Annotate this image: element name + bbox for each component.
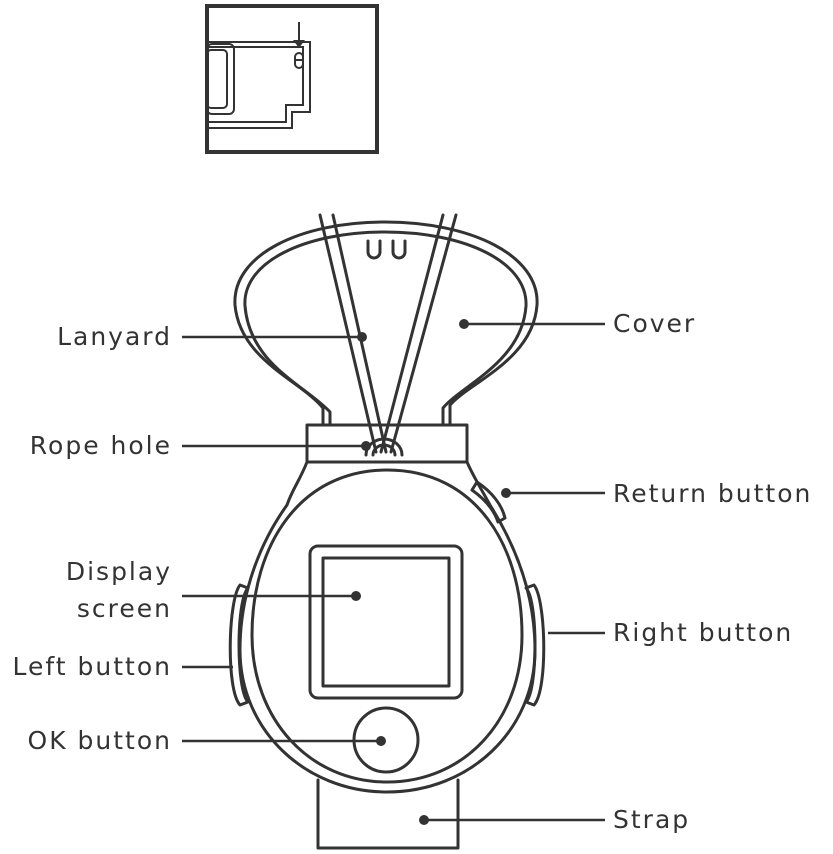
label-strap: Strap	[613, 805, 690, 834]
leader-dot-lanyard	[357, 332, 367, 342]
display-screen-bezel	[308, 544, 464, 700]
label-return-button: Return button	[613, 479, 812, 508]
display-screen	[321, 556, 451, 688]
label-left-button: Left button	[13, 652, 172, 681]
label-right-button: Right button	[613, 618, 793, 647]
leader-dot-ok-button	[376, 736, 386, 746]
cover-inner-outline	[243, 230, 528, 427]
label-display-screen-line1: Display	[66, 557, 172, 586]
right-button	[524, 583, 546, 707]
label-display-screen-line2: screen	[77, 594, 172, 623]
leader-dot-rope-hole	[361, 441, 371, 451]
cover-outline	[233, 220, 539, 427]
inset-detail	[205, 4, 379, 154]
cover-notch-left	[366, 239, 382, 260]
device-body	[238, 460, 537, 794]
leader-dot-cover	[459, 319, 469, 329]
label-ok-button: OK button	[28, 726, 172, 755]
label-rope-hole: Rope hole	[30, 431, 172, 460]
labels: Lanyard Cover Rope hole Return button Di…	[13, 309, 812, 834]
leader-dot-strap	[419, 815, 429, 825]
rope-hole-inner	[371, 443, 397, 457]
lanyard	[318, 213, 458, 454]
label-lanyard: Lanyard	[57, 322, 172, 351]
cover-notch-right	[391, 239, 407, 260]
inset-slot-inner	[207, 46, 304, 123]
leader-dot-display-screen	[351, 591, 361, 601]
arrow-down-icon	[293, 40, 305, 48]
leaders	[182, 319, 605, 825]
inset-card-inner	[206, 49, 228, 109]
inset-card-outer	[206, 43, 235, 115]
cover	[233, 220, 539, 427]
label-cover: Cover	[613, 309, 696, 338]
inset-slot-outline	[207, 41, 311, 129]
leader-dot-return-button	[501, 488, 511, 498]
body-inner-outline	[250, 468, 524, 784]
body-outline	[238, 460, 537, 794]
strap	[316, 778, 460, 850]
left-button	[228, 583, 250, 707]
return-button	[470, 480, 507, 524]
inset-frame	[205, 4, 379, 154]
